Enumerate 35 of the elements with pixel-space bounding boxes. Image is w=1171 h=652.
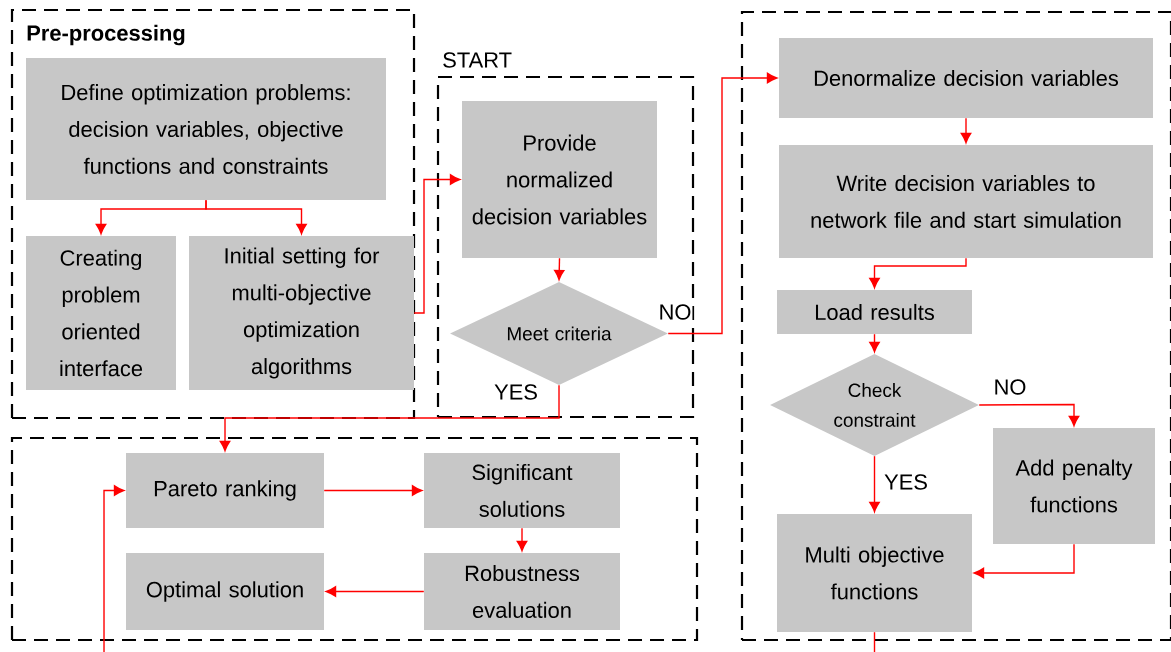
dashed-group-box [10,436,699,642]
process-box: Creating problem oriented interface [26,236,176,390]
node-label: START [443,52,512,68]
process-box: Add penalty functions [993,428,1155,544]
edge-label: YES [883,473,929,491]
arrow [516,527,528,552]
dashed-group-box [740,10,1171,642]
process-box: Denormalize decision variables [779,38,1153,118]
process-box: Significant solutions [424,453,620,528]
process-box: Multi objective functions [777,514,972,632]
arrow [667,72,778,335]
edge-label: NO [657,303,693,321]
arrow [978,403,1080,427]
edge-label: YES [493,383,539,401]
arrow [553,257,565,281]
process-box: Optimal solution [126,553,324,630]
arrow [869,257,967,289]
arrow [869,333,880,353]
process-box: Initial setting for multi-objective optimization algorithms [189,236,414,390]
process-box: Pareto ranking [126,453,324,528]
process-box: Robustness evaluation [424,553,620,630]
process-box: Provide normalized decision variables [462,101,657,258]
arrow [205,199,307,235]
arrow [973,543,1075,579]
process-box: Load results [777,290,972,334]
arrow [325,586,425,597]
process-box: Define optimization problems: decision variables, objective functions and constraints [26,58,386,200]
arrow [960,117,972,144]
arrow [323,485,423,496]
arrow [103,485,125,652]
arrow [869,455,880,513]
edge-label: NO [992,378,1028,396]
arrow [219,384,560,452]
arrow [413,174,461,314]
process-box: Write decision variables to network file and start simulation [779,145,1153,258]
